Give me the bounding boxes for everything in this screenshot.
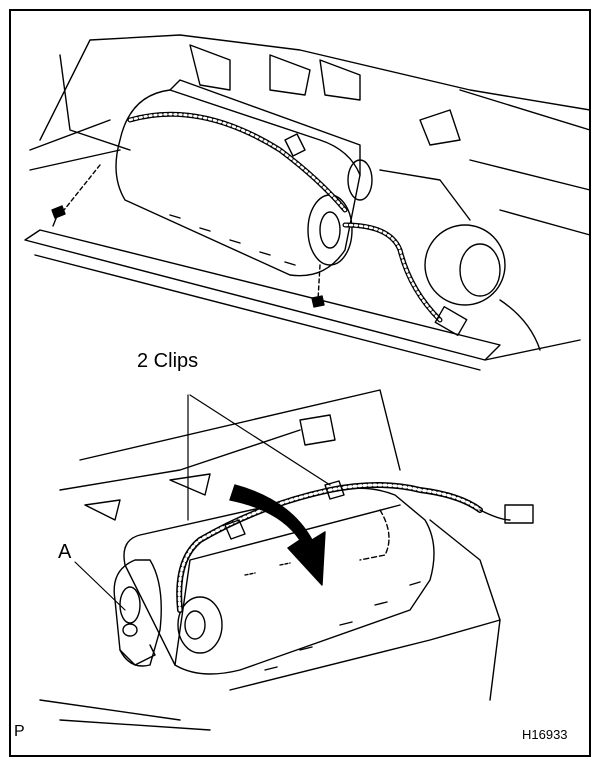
clips-callout: 2 Clips [137, 350, 199, 372]
wire-lead-pattern [343, 223, 442, 322]
harness-lead [479, 509, 511, 521]
module-end-cap-lower [113, 559, 162, 667]
upper-illustration [24, 34, 591, 371]
harness-clip-1 [224, 519, 246, 540]
lower-dash-bottom [39, 699, 211, 731]
figure-code: H16933 [522, 727, 568, 742]
mount-bracket [119, 644, 156, 666]
inflator-end [177, 596, 223, 654]
module-end-inner [319, 211, 341, 249]
harness-pattern-lower [177, 483, 482, 612]
wire-harness-lower [176, 482, 483, 613]
dash-outline-top [39, 34, 591, 141]
column-wire [499, 299, 541, 351]
part-a-mount [119, 586, 141, 624]
dash-bracket-1 [189, 44, 231, 91]
dash-line-mid [379, 169, 471, 221]
dash-edge-left [29, 119, 121, 171]
module-marks [244, 562, 291, 576]
bolt-icon-2 [311, 295, 325, 308]
module-hidden-edge [359, 509, 390, 561]
bolt-guide-right [317, 264, 321, 301]
dash-bracket-left [59, 54, 131, 151]
dash-bracket-2 [269, 54, 311, 96]
bolt-guide-left [59, 164, 101, 216]
part-a-hole [122, 623, 138, 637]
dash-bracket-4 [419, 109, 461, 146]
inflator-inner [184, 610, 206, 640]
dash-lines-right [459, 89, 591, 236]
part-a-callout: A [58, 541, 72, 563]
lower-dash-line-1 [59, 429, 301, 491]
lower-tray-edge [229, 619, 501, 691]
module-end-right [347, 159, 373, 201]
lower-dash-slots [84, 473, 211, 521]
lower-illustration [39, 389, 534, 731]
airbag-module-top-face [169, 79, 361, 176]
connector-icon [434, 306, 468, 336]
part-a-leader [74, 561, 126, 611]
lower-dash-right [429, 519, 501, 701]
module-slots-lower [264, 581, 421, 671]
column-connector [459, 243, 501, 297]
module-end-cap [307, 194, 353, 266]
lower-dash-bracket [299, 414, 336, 446]
bolt-icon [51, 205, 66, 227]
harness-clip-upper [284, 133, 306, 157]
lower-dash-back [79, 389, 401, 471]
column-opening [424, 224, 506, 306]
lower-dash-edge-right [484, 339, 581, 361]
corner-mark: P [14, 723, 25, 740]
harness-clip-2 [324, 480, 345, 500]
connector-icon-lower [504, 504, 534, 524]
lower-dash-edge [34, 254, 481, 371]
rotation-arrow-icon [229, 484, 326, 586]
clips-leader-2 [189, 394, 331, 486]
module-lower-edge [174, 504, 401, 666]
module-slots-upper [169, 214, 296, 266]
lower-dash-panel [24, 229, 501, 361]
airbag-module-lower [123, 487, 435, 675]
harness-pattern-upper [128, 113, 347, 212]
dash-bracket-3 [319, 59, 361, 101]
